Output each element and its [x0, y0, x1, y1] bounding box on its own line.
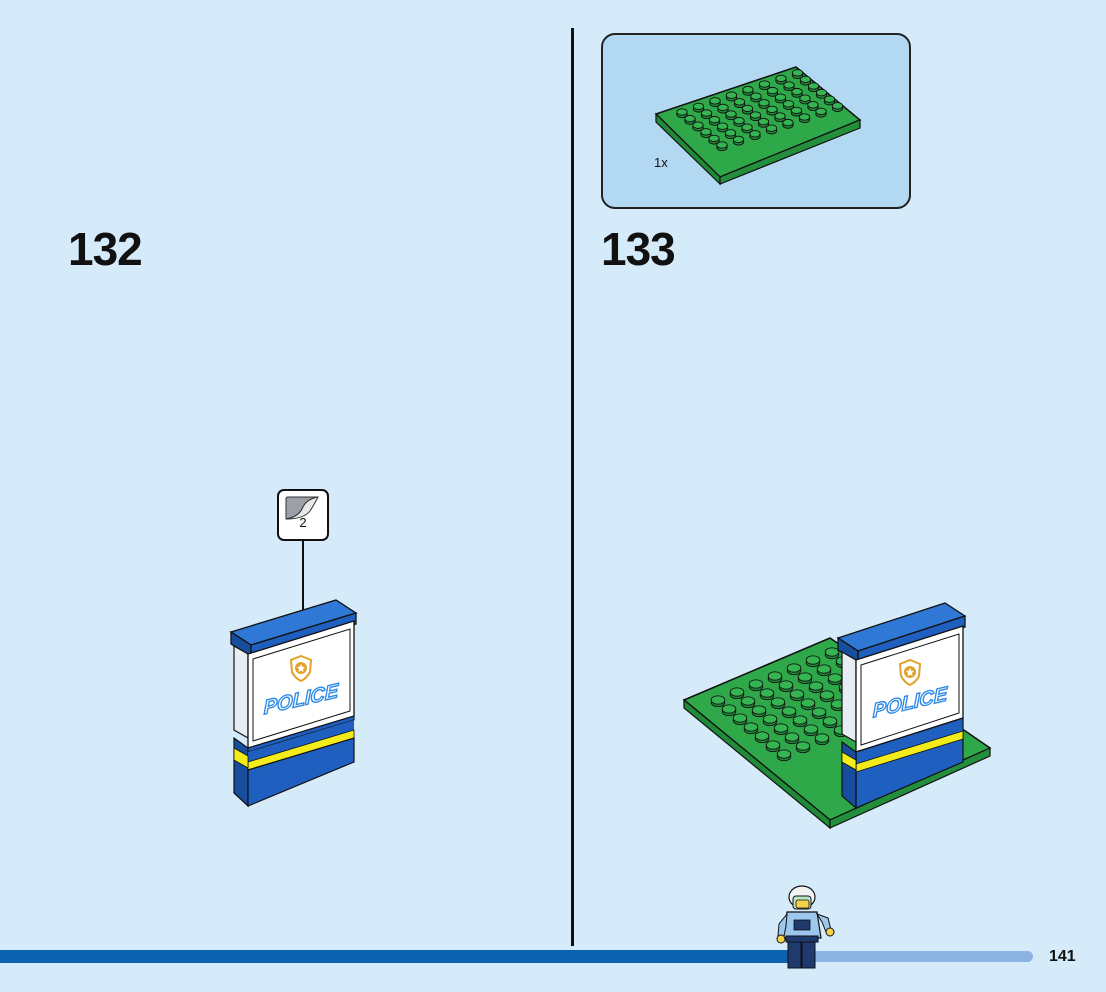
stud: [750, 131, 760, 140]
stud: [801, 699, 815, 710]
stud: [820, 691, 834, 702]
stud: [817, 665, 831, 676]
stud: [749, 680, 763, 691]
stud: [798, 673, 812, 684]
stud: [771, 698, 785, 709]
stud: [717, 142, 727, 151]
stud: [782, 707, 796, 718]
stud: [711, 696, 725, 707]
step-number-133: 133: [601, 222, 675, 276]
stud: [790, 690, 804, 701]
stud: [741, 697, 755, 708]
stud: [760, 689, 774, 700]
stud: [730, 688, 744, 699]
stud: [733, 714, 747, 725]
page-footer-bar: [0, 950, 790, 963]
stud: [787, 664, 801, 675]
stud: [766, 741, 780, 752]
stud: [766, 125, 776, 134]
subassembly-callout: 2: [277, 489, 329, 541]
stud: [796, 742, 810, 753]
subassembly-number: 2: [279, 515, 327, 530]
stud: [768, 672, 782, 683]
stud: [793, 716, 807, 727]
stud: [799, 114, 809, 123]
stud: [785, 733, 799, 744]
green-baseplate-assembly: POLICE: [680, 590, 1000, 835]
stud: [823, 717, 837, 728]
step-divider: [571, 28, 574, 946]
page-number: 141: [1049, 948, 1076, 966]
stud: [809, 682, 823, 693]
police-sign-icon: POLICE: [226, 588, 366, 813]
stud: [783, 119, 793, 128]
stud: [722, 705, 736, 716]
minifigure-icon: [776, 884, 840, 974]
stud: [755, 732, 769, 743]
stud: [806, 656, 820, 667]
stud: [733, 136, 743, 145]
stud: [777, 750, 791, 761]
stud: [816, 108, 826, 117]
stud: [828, 674, 842, 685]
stud: [804, 725, 818, 736]
stud: [752, 706, 766, 717]
stud: [763, 715, 777, 726]
parts-quantity: 1x: [654, 155, 668, 170]
stud: [774, 724, 788, 735]
stud: [832, 103, 842, 112]
stud: [815, 734, 829, 745]
green-plate-icon: [650, 62, 870, 187]
step-number-132: 132: [68, 222, 142, 276]
stud: [825, 648, 839, 659]
stud: [812, 708, 826, 719]
stud: [779, 681, 793, 692]
stud: [744, 723, 758, 734]
